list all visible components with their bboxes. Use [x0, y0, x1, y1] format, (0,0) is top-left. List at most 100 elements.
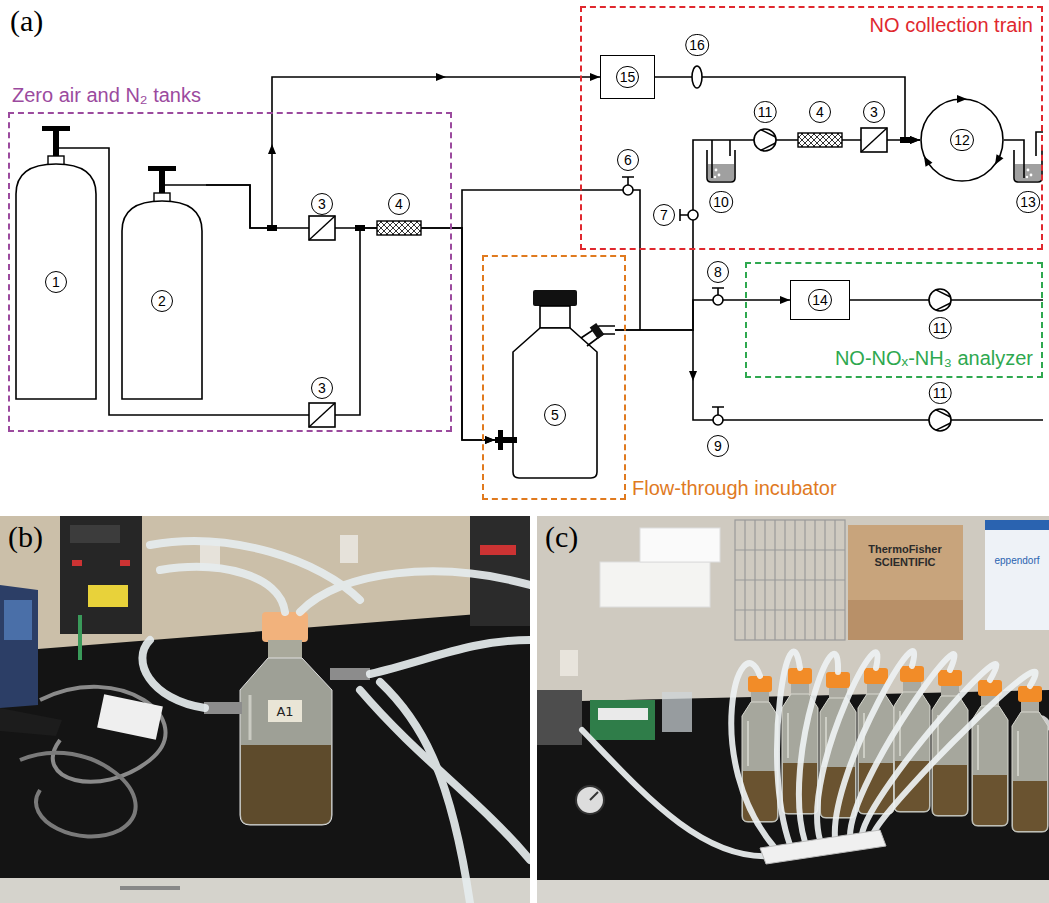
- valve-handle: [148, 166, 176, 171]
- gas-cylinder: 2: [118, 165, 206, 400]
- callout-number: 15: [616, 66, 640, 88]
- photo-b: [0, 585, 38, 708]
- gas-line: [615, 140, 920, 330]
- gas-line: [615, 300, 790, 330]
- callout-number: 11: [754, 101, 777, 123]
- panel-letter: (b): [8, 520, 43, 554]
- region-heading: NO-NOₓ-NH₃ analyzer: [835, 347, 1033, 370]
- photo-b: [268, 700, 302, 722]
- panel-letter: (c): [545, 520, 578, 554]
- valve-symbol: [680, 209, 688, 221]
- photo-c: [848, 600, 963, 640]
- valve-handle: [42, 126, 70, 131]
- photo-b: [160, 567, 285, 612]
- static-pipe: [711, 140, 713, 178]
- callout-number: 10: [709, 191, 733, 213]
- arrowhead: [590, 73, 600, 81]
- callout-number: 14: [808, 289, 832, 311]
- photo-c: [985, 520, 1049, 630]
- photo-c: [537, 690, 582, 745]
- filter-symbol: [798, 133, 842, 147]
- filter-symbol: [377, 221, 421, 235]
- flow-arrow: [268, 144, 276, 154]
- tee-fitting: [355, 225, 365, 231]
- photo-b: [120, 560, 130, 566]
- panel-letter: (a): [10, 4, 43, 38]
- region-heading: NO collection train: [870, 14, 1033, 37]
- static-pipe: [462, 190, 640, 330]
- photo-c: [731, 663, 775, 848]
- photo-b: [60, 516, 142, 634]
- valve-symbol: [622, 177, 634, 195]
- callout-number: 1: [45, 271, 67, 293]
- photo-b: [240, 658, 332, 825]
- gas-cylinder-outline: [118, 165, 206, 400]
- photo-c: [576, 786, 604, 814]
- wire-rack: [735, 550, 845, 610]
- photo-b: [249, 695, 252, 740]
- gas-line: [100, 148, 495, 440]
- valve-symbol: [712, 407, 724, 425]
- photo-b: [0, 878, 530, 903]
- loop-arrow: [995, 154, 1003, 165]
- photo-c: [560, 650, 578, 676]
- bottle-label: A1: [276, 704, 293, 719]
- mass-flow-controller: [309, 403, 335, 427]
- inlet-port: [498, 430, 503, 450]
- mass-flow-controller: [309, 403, 335, 427]
- impinger: [1014, 150, 1042, 182]
- pump-symbol: [929, 289, 951, 311]
- valve-symbol: [712, 288, 724, 305]
- cylinder-body: [16, 164, 96, 399]
- mass-flow-controller: [309, 216, 335, 240]
- box-print: eppendorf: [994, 555, 1039, 566]
- incubation-bottle: 5: [495, 290, 615, 480]
- callout-number: 4: [809, 101, 831, 123]
- valve-symbol: [713, 415, 723, 425]
- photo-b: [20, 753, 136, 837]
- arrowhead: [485, 436, 495, 444]
- tee-fitting: [900, 137, 910, 143]
- photo-b: [0, 610, 530, 903]
- outlet-pipe: [165, 184, 206, 186]
- photo-c: [600, 562, 710, 607]
- callout-number: 4: [388, 193, 410, 215]
- arrowhead: [485, 436, 495, 444]
- valve-stem: [159, 171, 165, 195]
- photo-c: [985, 520, 1049, 530]
- impinger: [715, 169, 718, 172]
- photo-b: [340, 535, 358, 563]
- impinger: [1027, 169, 1030, 172]
- photo-b: [150, 541, 360, 600]
- impinger: [714, 176, 716, 178]
- photo-b: [360, 690, 530, 860]
- gas-cylinder: 1: [12, 125, 100, 400]
- filter-symbol: [377, 221, 421, 235]
- photo-c: [848, 525, 963, 600]
- callout-number: 3: [863, 101, 885, 123]
- impinger: [1015, 164, 1041, 181]
- arrowhead: [780, 296, 790, 304]
- loop-arrow: [924, 156, 932, 167]
- photo-c: [537, 880, 1049, 903]
- photo-b: [142, 640, 205, 708]
- photo-b: [241, 745, 331, 824]
- cylinder-body: [122, 201, 202, 399]
- photo-b: [380, 682, 470, 903]
- filter-symbol: [798, 133, 842, 147]
- photo-c: [1012, 686, 1048, 832]
- callout-number: 5: [544, 404, 566, 426]
- arrowhead: [910, 136, 920, 144]
- impinger: [1030, 174, 1033, 177]
- bottle-body: [513, 328, 597, 478]
- dashed-region: NO collection train1512: [580, 6, 1043, 250]
- photo-b: [0, 708, 62, 736]
- callout-number: 3: [311, 377, 333, 399]
- photo-b: [78, 615, 82, 660]
- mass-flow-controller: [309, 216, 335, 240]
- callout-number: 6: [617, 149, 639, 171]
- dashed-region: NO-NOₓ-NH₃ analyzer 14: [745, 262, 1043, 378]
- photo-b: [204, 702, 242, 714]
- static-pipe: [729, 140, 731, 156]
